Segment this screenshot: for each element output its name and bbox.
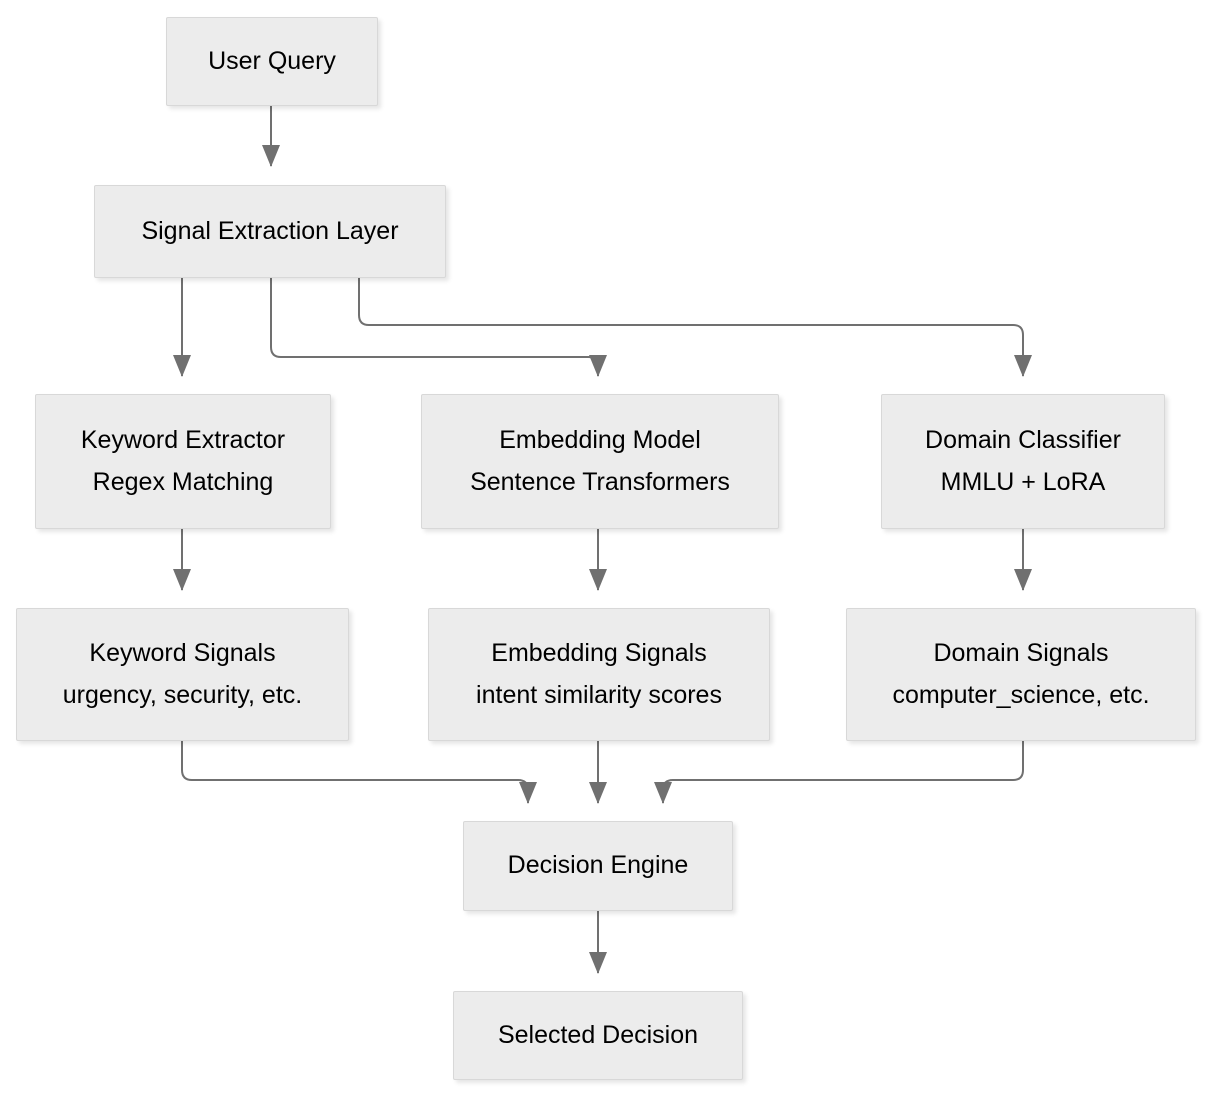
edge-signal-extraction-to-domain-classifier xyxy=(358,278,1032,377)
node-embedding-signals-label: Embedding Signals xyxy=(491,639,707,668)
edge-signal-extraction-to-embedding-model xyxy=(270,278,607,377)
node-selected-decision[interactable]: Selected Decision xyxy=(453,991,743,1080)
node-decision-engine-label: Decision Engine xyxy=(507,851,689,880)
edge-domain-signals-to-decision-engine xyxy=(654,741,1024,804)
node-keyword-extractor-sublabel: Regex Matching xyxy=(92,467,274,496)
node-keyword-extractor-label: Keyword Extractor xyxy=(80,426,286,455)
node-user-query-label: User Query xyxy=(208,46,336,75)
node-keyword-signals[interactable]: Keyword Signals urgency, security, etc. xyxy=(16,608,349,741)
node-signal-extraction-layer[interactable]: Signal Extraction Layer xyxy=(94,185,446,278)
node-domain-signals-label: Domain Signals xyxy=(933,639,1109,668)
node-domain-signals[interactable]: Domain Signals computer_science, etc. xyxy=(846,608,1196,741)
node-domain-classifier[interactable]: Domain Classifier MMLU + LoRA xyxy=(881,394,1165,529)
node-decision-engine[interactable]: Decision Engine xyxy=(463,821,733,911)
node-embedding-signals[interactable]: Embedding Signals intent similarity scor… xyxy=(428,608,770,741)
node-user-query[interactable]: User Query xyxy=(166,17,378,106)
node-embedding-model-label: Embedding Model xyxy=(499,426,701,455)
node-embedding-model-sublabel: Sentence Transformers xyxy=(470,467,730,496)
node-keyword-extractor[interactable]: Keyword Extractor Regex Matching xyxy=(35,394,331,529)
node-keyword-signals-label: Keyword Signals xyxy=(89,639,276,668)
node-domain-classifier-sublabel: MMLU + LoRA xyxy=(940,467,1106,496)
edge-keyword-signals-to-decision-engine xyxy=(181,741,537,804)
node-signal-extraction-layer-label: Signal Extraction Layer xyxy=(141,216,399,245)
node-domain-classifier-label: Domain Classifier xyxy=(925,426,1121,455)
node-embedding-model[interactable]: Embedding Model Sentence Transformers xyxy=(421,394,779,529)
node-domain-signals-sublabel: computer_science, etc. xyxy=(892,680,1150,709)
node-keyword-signals-sublabel: urgency, security, etc. xyxy=(62,680,303,709)
node-embedding-signals-sublabel: intent similarity scores xyxy=(476,680,722,709)
node-selected-decision-label: Selected Decision xyxy=(497,1020,699,1049)
